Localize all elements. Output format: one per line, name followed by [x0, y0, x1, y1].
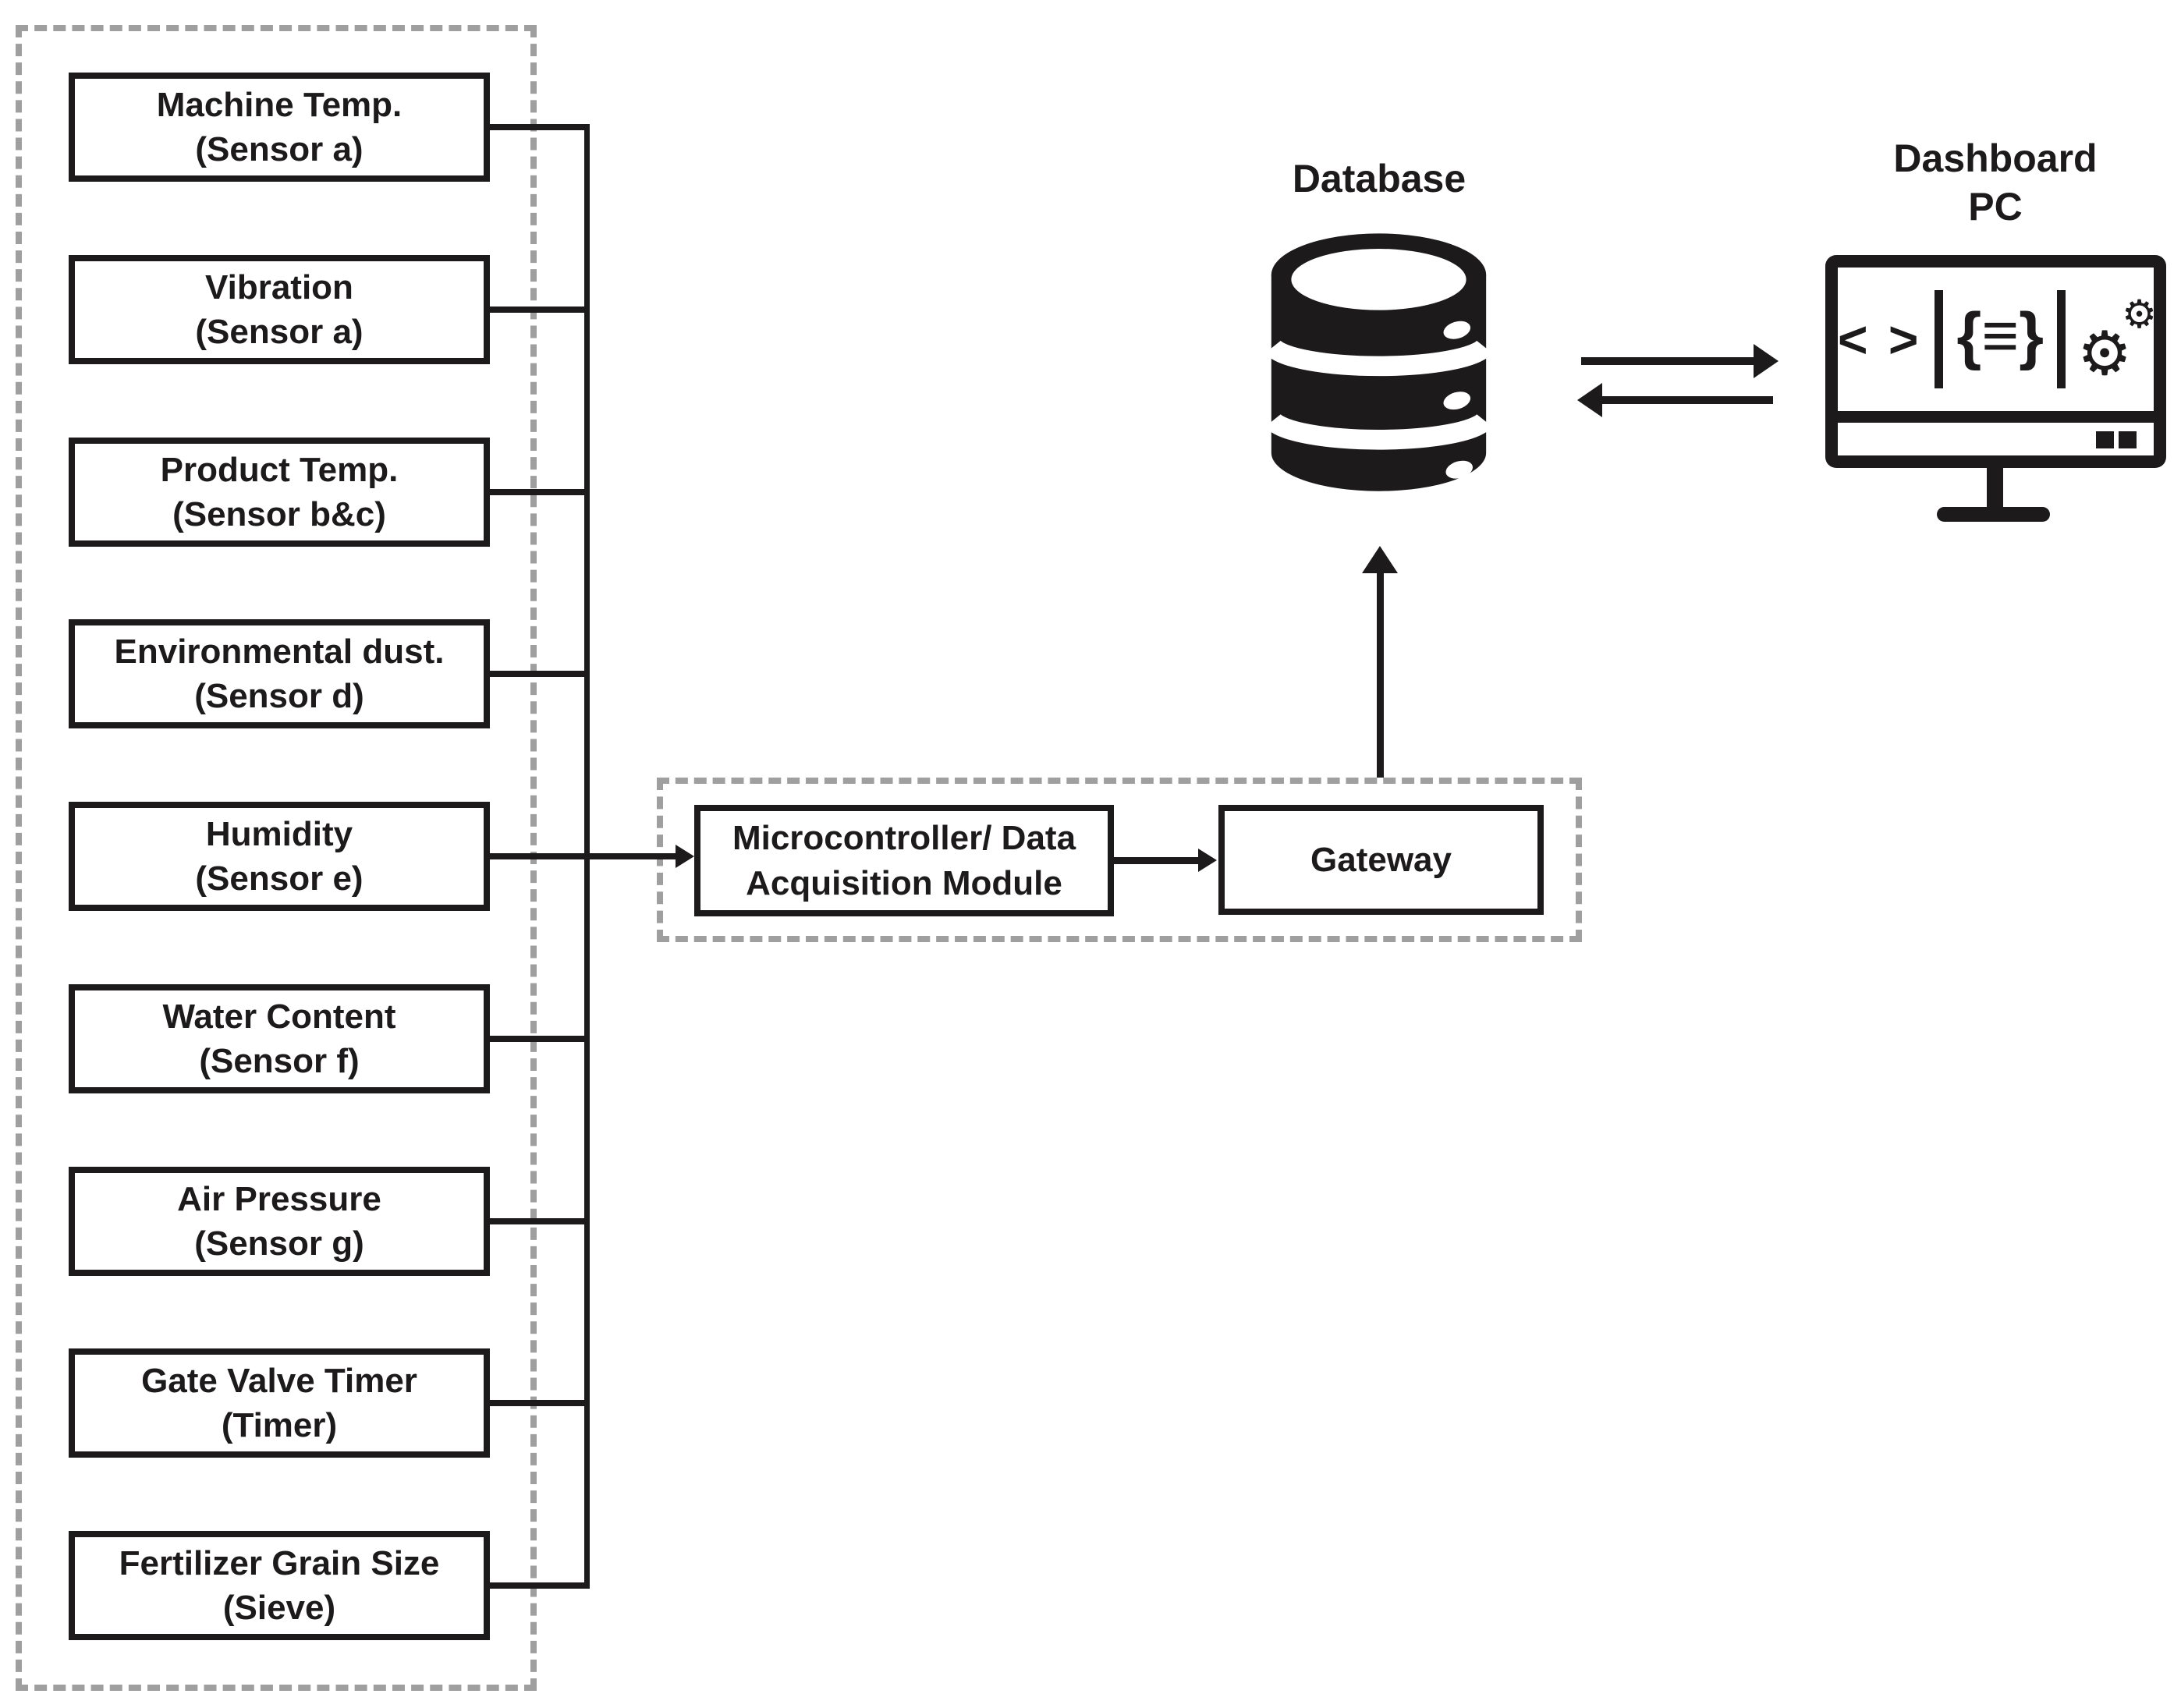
microcontroller-to-gateway-arrow	[1114, 857, 1198, 864]
sensor-detail: (Sensor f)	[199, 1042, 360, 1080]
bus-to-microcontroller-arrowhead	[676, 845, 694, 868]
sensor-box: Gate Valve Timer (Timer)	[69, 1348, 490, 1458]
monitor-stand	[1987, 466, 2003, 510]
database-cylinder-icon	[1264, 233, 1493, 491]
sensor-connector-line	[490, 1582, 590, 1589]
sensor-box: Water Content (Sensor f)	[69, 984, 490, 1093]
sensor-box: Humidity (Sensor e)	[69, 802, 490, 911]
sensor-detail: (Sensor e)	[195, 859, 364, 898]
sensor-detail: (Sensor d)	[194, 677, 364, 715]
sensor-box: Machine Temp. (Sensor a)	[69, 73, 490, 182]
gateway-to-database-arrowhead	[1362, 546, 1398, 573]
microcontroller-label-line1: Microcontroller/ Data	[732, 818, 1076, 857]
sensor-name: Humidity	[205, 815, 353, 853]
monitor-bezel	[1838, 423, 2154, 455]
sensor-detail: (Timer)	[221, 1406, 338, 1444]
sensor-detail: (Sensor a)	[195, 130, 364, 168]
dashboard-pc-label-line2: PC	[1968, 185, 2023, 229]
pc-to-database-arrow	[1601, 396, 1773, 404]
gateway-label: Gateway	[1310, 840, 1452, 879]
sensor-name: Product Temp.	[160, 451, 399, 489]
sensor-connector-line	[490, 307, 590, 313]
monitor-divider	[1838, 411, 2154, 423]
sensor-connector-line	[490, 1218, 590, 1224]
sensor-name: Water Content	[162, 998, 396, 1036]
code-brackets-icon: < >	[1838, 310, 1922, 368]
monitor-stand-base	[1937, 507, 2050, 522]
sensor-name: Gate Valve Timer	[141, 1362, 417, 1400]
bezel-button-icon	[2096, 431, 2114, 448]
gateway-box: Gateway	[1218, 805, 1544, 915]
sensor-connector-line	[490, 124, 590, 130]
sensor-detail: (Sensor a)	[195, 313, 364, 351]
dashboard-pc-label: Dashboard PC	[1878, 134, 2112, 231]
screen-separator-bar-icon	[2057, 290, 2066, 388]
sensor-bus-line	[584, 125, 590, 1589]
microcontroller-to-gateway-arrowhead	[1198, 849, 1217, 872]
sensor-name: Environmental dust.	[114, 633, 445, 671]
sensor-name: Machine Temp.	[156, 86, 403, 124]
sensor-connector-line	[490, 1400, 590, 1406]
pc-to-database-arrowhead	[1577, 383, 1602, 417]
sensor-detail: (Sensor g)	[194, 1224, 364, 1263]
sensor-box: Air Pressure (Sensor g)	[69, 1167, 490, 1276]
monitor-screen: < > {≡} ⚙ ⚙	[1838, 268, 2157, 411]
dashboard-pc-label-line1: Dashboard	[1893, 136, 2098, 180]
acquisition-group-container	[657, 778, 1582, 942]
sensor-name: Air Pressure	[177, 1180, 381, 1218]
sensor-to-microcontroller-line	[490, 853, 677, 859]
database-to-pc-arrowhead	[1754, 344, 1778, 378]
sensor-connector-line	[490, 671, 590, 677]
microcontroller-label-line2: Acquisition Module	[746, 863, 1062, 902]
sensor-name: Fertilizer Grain Size	[119, 1544, 440, 1582]
sensor-detail: (Sieve)	[222, 1589, 336, 1627]
dashboard-pc-monitor-icon: < > {≡} ⚙ ⚙	[1825, 255, 2166, 468]
sensor-box: Environmental dust. (Sensor d)	[69, 619, 490, 728]
bezel-button-icon	[2119, 431, 2137, 448]
sensor-connector-line	[490, 489, 590, 495]
gears-icon: ⚙ ⚙	[2077, 292, 2157, 388]
braces-list-icon: {≡}	[1956, 300, 2044, 371]
screen-separator-bar-icon	[1935, 290, 1944, 388]
sensor-name: Vibration	[205, 268, 353, 307]
sensor-box: Product Temp. (Sensor b&c)	[69, 438, 490, 547]
gear-icon: ⚙	[2077, 319, 2133, 388]
sensor-box: Vibration (Sensor a)	[69, 255, 490, 364]
microcontroller-box: Microcontroller/ Data Acquisition Module	[694, 805, 1114, 916]
database-to-pc-arrow	[1581, 357, 1754, 365]
gear-small-icon: ⚙	[2122, 292, 2157, 336]
sensor-connector-line	[490, 1036, 590, 1042]
sensor-box: Fertilizer Grain Size (Sieve)	[69, 1531, 490, 1640]
sensor-detail: (Sensor b&c)	[172, 495, 386, 533]
database-label: Database	[1292, 157, 1466, 200]
gateway-to-database-arrow	[1377, 572, 1384, 778]
